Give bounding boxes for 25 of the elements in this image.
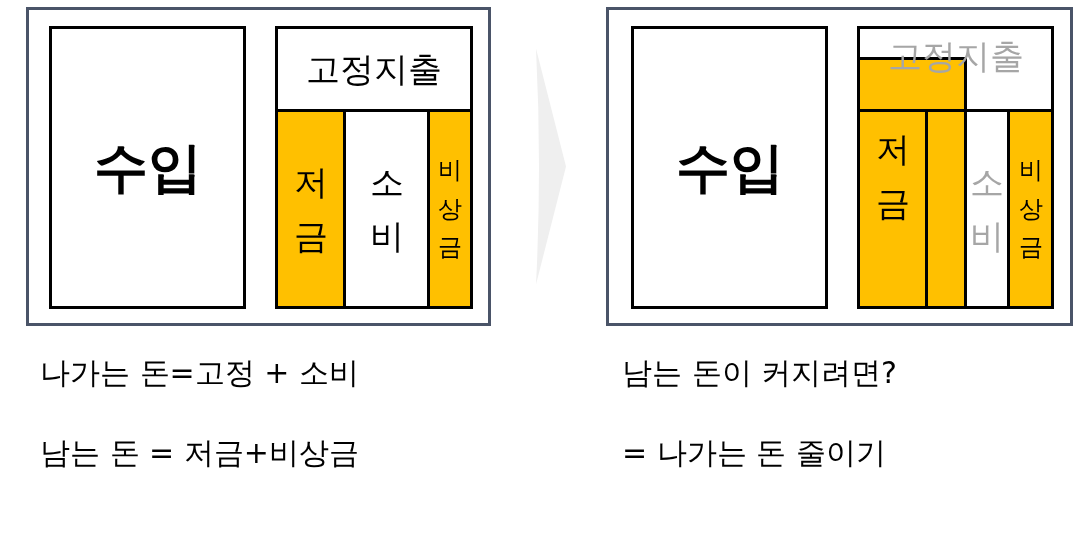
label-box [275, 26, 473, 112]
column-box [857, 109, 928, 309]
vertical-label: 비상금 [438, 155, 462, 264]
vertical-label: 소비 [370, 160, 404, 258]
vertical-label: 저금 [875, 128, 910, 226]
filled-bar [925, 109, 967, 309]
note-text: 나가는 돈=고정 + 소비 [40, 358, 359, 388]
note-text: 남는 돈이 커지려면? [622, 358, 897, 388]
box-label: 수입 [93, 140, 202, 195]
vertical-label: 비상금 [1018, 155, 1043, 264]
box-label: 고정지출 [306, 52, 442, 86]
label-box [857, 26, 1054, 112]
vertical-label: 저금 [293, 160, 328, 258]
box-label: 고정지출 [887, 39, 1024, 73]
note-text: = 나가는 돈 줄이기 [622, 438, 886, 468]
note-text: 남는 돈 = 저금+비상금 [40, 438, 359, 468]
column-box [275, 109, 346, 309]
income-box [49, 26, 246, 309]
panel-frame [606, 7, 1073, 326]
column-box [1007, 109, 1054, 309]
panel-frame [26, 7, 491, 326]
income-box [631, 26, 828, 309]
box-label: 수입 [675, 140, 784, 195]
column-box [427, 109, 473, 309]
vertical-label: 소비 [970, 160, 1004, 258]
